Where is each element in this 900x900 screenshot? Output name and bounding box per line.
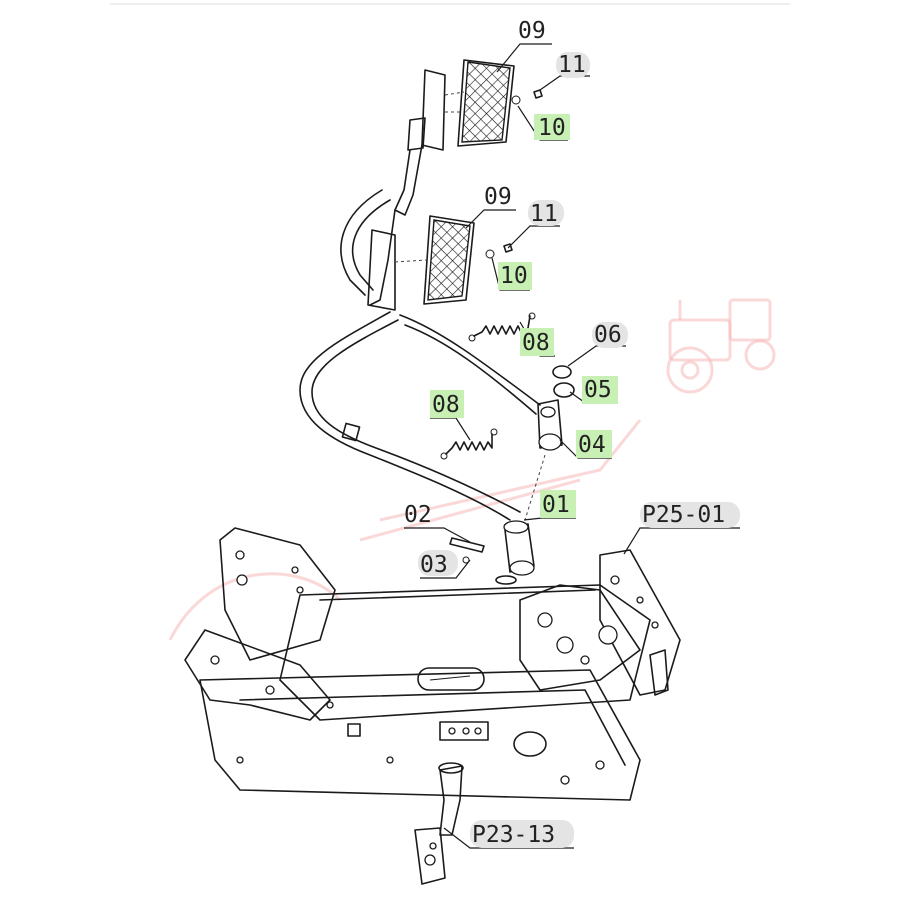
label-03: 03: [418, 550, 458, 578]
control-arm: [414, 762, 464, 885]
pedal-pad-upper: [457, 59, 515, 147]
label-text: 08: [432, 392, 460, 418]
label-10-lower: 10: [498, 262, 532, 290]
brake-pedal-assembly: [299, 59, 575, 585]
label-08-upper: 08: [520, 328, 554, 356]
label-09-lower: 09: [484, 184, 512, 210]
label-10-upper: 10: [534, 114, 570, 141]
label-06: 06: [592, 322, 628, 348]
label-text: 04: [578, 432, 606, 458]
label-05: 05: [582, 376, 618, 404]
label-text: 02: [404, 502, 432, 528]
label-text: 10: [538, 115, 566, 141]
label-text: P25-01: [642, 502, 725, 528]
label-text: P23-13: [472, 822, 555, 848]
label-09-upper: 09: [518, 18, 546, 44]
bushing-04: [537, 399, 563, 451]
pedal-pad-lower: [423, 215, 475, 305]
label-P23-13: P23-13: [470, 820, 574, 848]
label-text: 09: [484, 184, 512, 210]
label-text: 11: [530, 201, 558, 227]
label-text: 03: [420, 552, 448, 578]
label-text: 10: [500, 263, 528, 289]
label-P25-01: P25-01: [640, 502, 740, 528]
label-11-upper: 11: [556, 52, 590, 78]
leader-lines: [404, 43, 740, 849]
label-04: 04: [576, 430, 612, 458]
label-01: 01: [540, 490, 576, 518]
label-text: 09: [518, 18, 546, 44]
label-02: 02: [404, 502, 432, 528]
pivot-tube-01: [495, 520, 535, 585]
label-text: 06: [594, 322, 622, 348]
pedal-frame: [184, 527, 681, 801]
label-text: 11: [558, 52, 586, 78]
label-text: 05: [584, 377, 612, 403]
label-text: 08: [522, 330, 550, 356]
label-11-lower: 11: [528, 200, 564, 227]
label-text: 01: [542, 492, 570, 518]
label-08-lower: 08: [430, 390, 464, 418]
part-labels: 09 11 10 09 11 10 08 06: [404, 18, 740, 848]
tractor-icon: [666, 298, 776, 394]
spring-08-lower: [440, 428, 498, 460]
